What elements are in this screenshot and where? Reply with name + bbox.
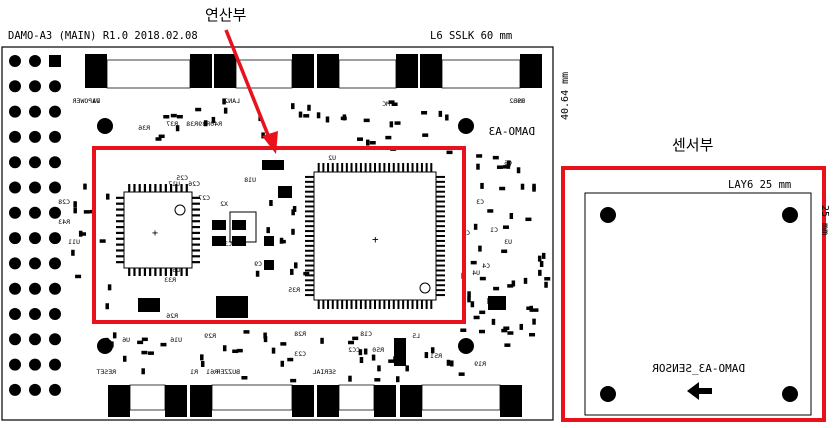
silkscreen-label: R1 <box>190 368 198 376</box>
silkscreen-label: R39 <box>198 120 210 128</box>
silkscreen-label: U11 <box>68 238 80 246</box>
silkscreen-label: RESET <box>96 368 116 376</box>
silkscreen-label: C28 <box>58 198 70 206</box>
top-connector-outlines <box>106 59 521 89</box>
silkscreen-label: CC2 <box>348 346 360 354</box>
bottom-connector-outlines <box>129 384 501 411</box>
silkscreen-label: R38 <box>186 120 198 128</box>
silkscreen-label: SERIAL <box>312 368 336 376</box>
silkscreen-label: R19 <box>474 360 486 368</box>
silkscreen-label: R50 <box>372 346 384 354</box>
silkscreen-label: C6 <box>504 159 512 167</box>
sensor-board-name: DAMO-A3_SENSOR <box>652 362 745 375</box>
mcu-qfp: + <box>305 163 445 309</box>
silkscreen-label: C27 <box>198 194 210 202</box>
compute-section-highlight <box>92 146 466 324</box>
silkscreen-label: C2 <box>462 229 470 237</box>
sensor-board-header: LAY6 25 mm <box>728 179 791 191</box>
silkscreen-label: C26 <box>188 180 200 188</box>
svg-text:+: + <box>152 228 158 239</box>
silkscreen-label: C3 <box>476 198 484 206</box>
svg-text:+: + <box>372 233 379 246</box>
silkscreen-label: BUZZER <box>216 368 240 376</box>
main-mounting-holes <box>97 118 474 354</box>
silkscreen-label: X2 <box>220 200 228 208</box>
main-board-header-left: DAMO-A3 (MAIN) R1.0 2018.02.08 <box>8 30 198 42</box>
silkscreen-label: R9 <box>517 97 525 105</box>
silkscreen-label: D5 <box>172 266 180 274</box>
main-board-header-right: L6 SSLK 60 mm <box>430 30 512 42</box>
silkscreen-label: D9 <box>396 346 404 354</box>
silkscreen-label: R36 <box>138 124 150 132</box>
main-board-name: DAMO-A3 <box>489 125 535 138</box>
silkscreen-label: C1 <box>490 226 498 234</box>
silkscreen-label: USB2 <box>509 97 525 105</box>
silkscreen-label: MC <box>382 100 390 108</box>
sensor-mounting-holes <box>600 207 798 402</box>
silkscreen-label: C33 <box>220 240 232 248</box>
silkscreen-label: R35 <box>288 286 300 294</box>
silkscreen-label: C25 <box>176 174 188 182</box>
silkscreen-label: C18 <box>360 330 372 338</box>
silkscreen-label: R37 <box>166 120 178 128</box>
silkscreen-label: R29 <box>204 332 216 340</box>
silkscreen-label: R61 <box>206 368 218 376</box>
top-connectors <box>85 54 542 88</box>
sensor-board-side-dim: 25 mm <box>819 205 830 235</box>
silkscreen-label: U6 <box>122 336 130 344</box>
silkscreen-label: R33 <box>164 276 176 284</box>
silkscreen-label: U18 <box>244 176 256 184</box>
silkscreen-label: U16 <box>170 336 182 344</box>
main-board-height-dim: 40.64 mm <box>560 72 571 120</box>
compute-section-label: 연산부 <box>205 6 247 24</box>
secondary-qfp: + <box>116 184 200 276</box>
silkscreen-label: U17 <box>168 180 180 188</box>
smd-components <box>71 98 551 383</box>
silkscreen-label: U3 <box>504 238 512 246</box>
silkscreen-label: R40 <box>210 120 222 128</box>
silkscreen-label: VAPOWER <box>73 97 100 105</box>
silkscreen-label: D1 <box>92 97 100 105</box>
silkscreen-label: L5 <box>412 332 420 340</box>
annotation-arrow <box>224 29 278 154</box>
pin-header <box>9 55 61 396</box>
silkscreen-label: R43 <box>58 218 70 226</box>
bottom-connectors <box>108 385 522 417</box>
silkscreen-label: LAN2 <box>224 97 240 105</box>
sensor-section-label: 센서부 <box>672 136 714 154</box>
main-board: DAMO-A3 (MAIN) R1.0 2018.02.08 L6 SSLK 6… <box>1 30 571 421</box>
silkscreen-label: R51 <box>430 352 442 360</box>
silkscreen-label: C9 <box>254 260 262 268</box>
silkscreen-label: C23 <box>294 350 306 358</box>
silkscreen-label: U2 <box>328 154 336 162</box>
sensor-board-outline <box>584 192 812 416</box>
silkscreen-label: R28 <box>294 330 306 338</box>
silkscreen-label: C4 <box>482 262 490 270</box>
silkscreen-label: U4 <box>472 269 480 277</box>
sensor-board: LAY6 25 mm 25 mm DAMO-A3_SENSOR <box>584 179 830 416</box>
sensor-section-highlight <box>561 166 826 422</box>
direction-arrow-icon <box>687 382 712 400</box>
silkscreen-label: R26 <box>166 312 178 320</box>
